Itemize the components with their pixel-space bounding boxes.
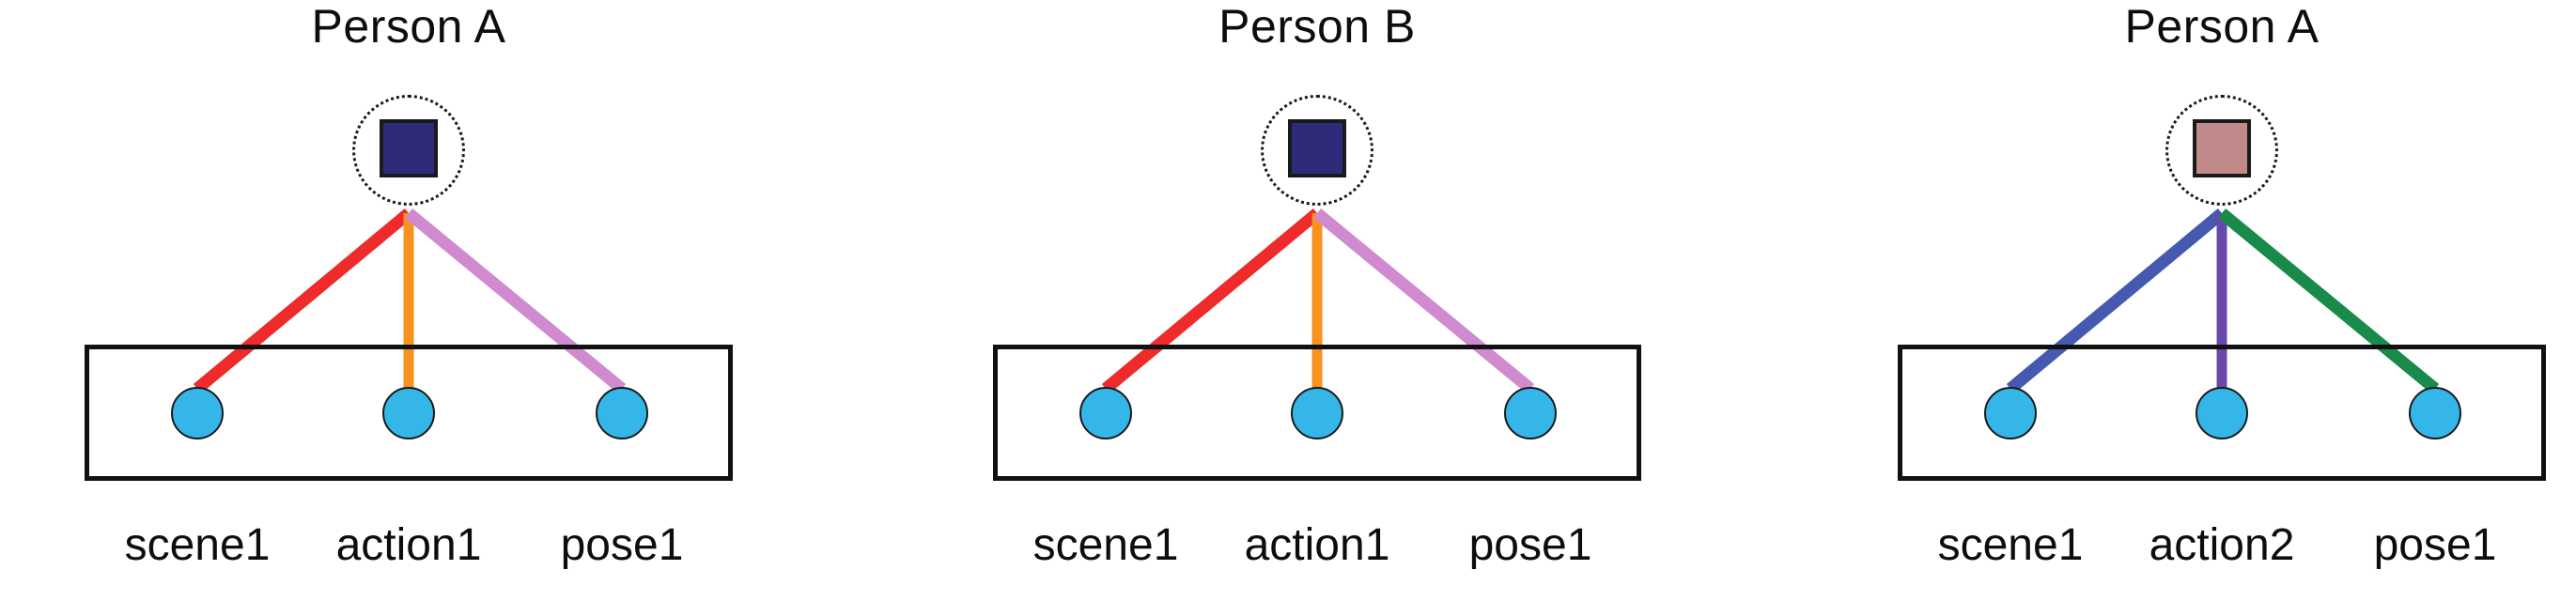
attribute-node-pose1[interactable] — [596, 387, 648, 439]
attribute-label: pose1 — [560, 520, 684, 570]
group-title: Person A — [311, 0, 506, 53]
identity-node-ring-icon — [2165, 95, 2278, 206]
edge-pose1 — [1312, 208, 1535, 394]
attribute-label: scene1 — [1032, 520, 1179, 570]
edge-pose1 — [404, 208, 627, 394]
edge-layer — [2006, 208, 2440, 394]
identity-node-ring-icon — [352, 95, 465, 206]
attribute-container — [1898, 345, 2546, 481]
edge-scene1 — [2006, 208, 2227, 393]
attribute-node-scene1[interactable] — [171, 387, 224, 439]
edge-scene1 — [1101, 208, 1322, 393]
group-title: Person A — [2124, 0, 2320, 53]
identity-node-ring-icon — [1261, 95, 1373, 206]
attribute-node-action1[interactable] — [382, 387, 435, 439]
attribute-label: scene1 — [1937, 520, 2084, 570]
edge-scene1 — [193, 208, 413, 393]
attribute-label: action1 — [1244, 520, 1390, 570]
attribute-node-action1[interactable] — [1291, 387, 1343, 439]
person-group: Person B scene1 action1 pose1 — [993, 0, 1641, 601]
attribute-container — [85, 345, 733, 481]
person-group: Person A scene1 action2 pose1 — [1898, 0, 2546, 601]
attribute-container — [993, 345, 1641, 481]
attribute-node-scene1[interactable] — [1079, 387, 1132, 439]
edge-layer — [193, 208, 627, 394]
attribute-node-action2[interactable] — [2196, 387, 2248, 439]
attribute-label: pose1 — [2373, 520, 2497, 570]
attribute-label: pose1 — [1468, 520, 1592, 570]
attribute-label: action2 — [2149, 520, 2295, 570]
edge-pose1 — [2217, 208, 2440, 394]
attribute-node-pose1[interactable] — [1504, 387, 1557, 439]
attribute-node-scene1[interactable] — [1984, 387, 2037, 439]
identity-node[interactable] — [380, 119, 438, 177]
person-group: Person A scene1 action1 pose1 — [85, 0, 733, 601]
identity-node[interactable] — [1288, 119, 1346, 177]
attribute-label: action1 — [335, 520, 482, 570]
edge-layer — [1101, 208, 1535, 394]
attribute-node-pose1[interactable] — [2409, 387, 2461, 439]
group-title: Person B — [1218, 0, 1416, 53]
identity-node[interactable] — [2193, 119, 2251, 177]
attribute-label: scene1 — [124, 520, 271, 570]
